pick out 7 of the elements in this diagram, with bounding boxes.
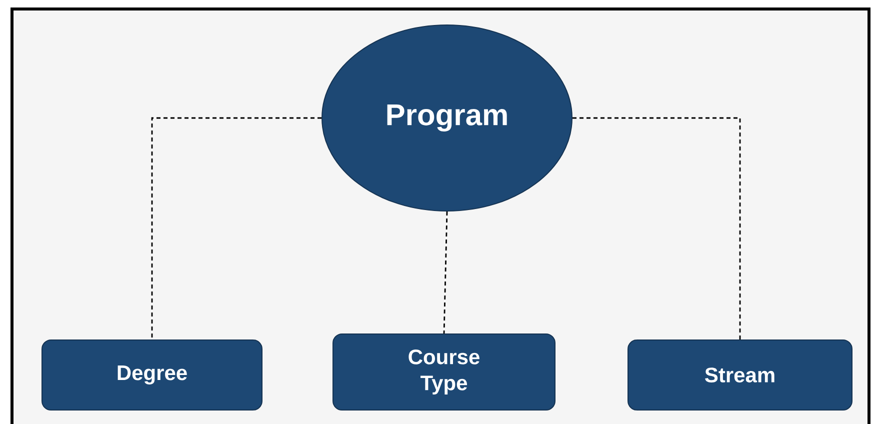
ellipse-node: Program (322, 24, 572, 212)
connector-line (151, 117, 322, 340)
connector-line (572, 117, 741, 340)
category-box: Degree (42, 340, 262, 410)
connector-line (443, 211, 448, 334)
category-box: Course Type (332, 334, 556, 410)
category-box: Stream (628, 340, 852, 410)
